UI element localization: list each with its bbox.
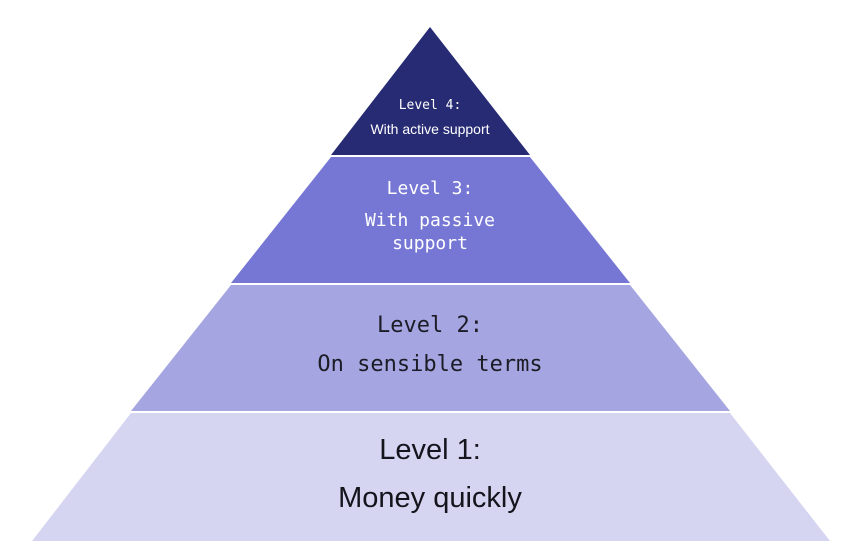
level-3-title: Level 3: (386, 178, 474, 199)
level-4-label: Level 4: With active support (330, 99, 530, 136)
level-2-band (131, 285, 730, 411)
level-1-band (32, 413, 830, 541)
level-3-label: Level 3: With passive support (280, 180, 580, 255)
level-2-subtitle: On sensible terms (317, 352, 543, 377)
level-4-title: Level 4: (398, 98, 462, 113)
level-1-subtitle: Money quickly (338, 482, 522, 514)
level-3-subtitle: With passive support (364, 210, 496, 254)
level-2-title: Level 2: (377, 313, 483, 338)
level-4-band (331, 27, 530, 155)
level-2-label: Level 2: On sensible terms (230, 315, 630, 376)
level-3-band (231, 157, 630, 283)
level-1-title: Level 1: (379, 434, 481, 466)
level-4-subtitle: With active support (370, 121, 490, 137)
level-1-label: Level 1: Money quickly (230, 436, 630, 513)
